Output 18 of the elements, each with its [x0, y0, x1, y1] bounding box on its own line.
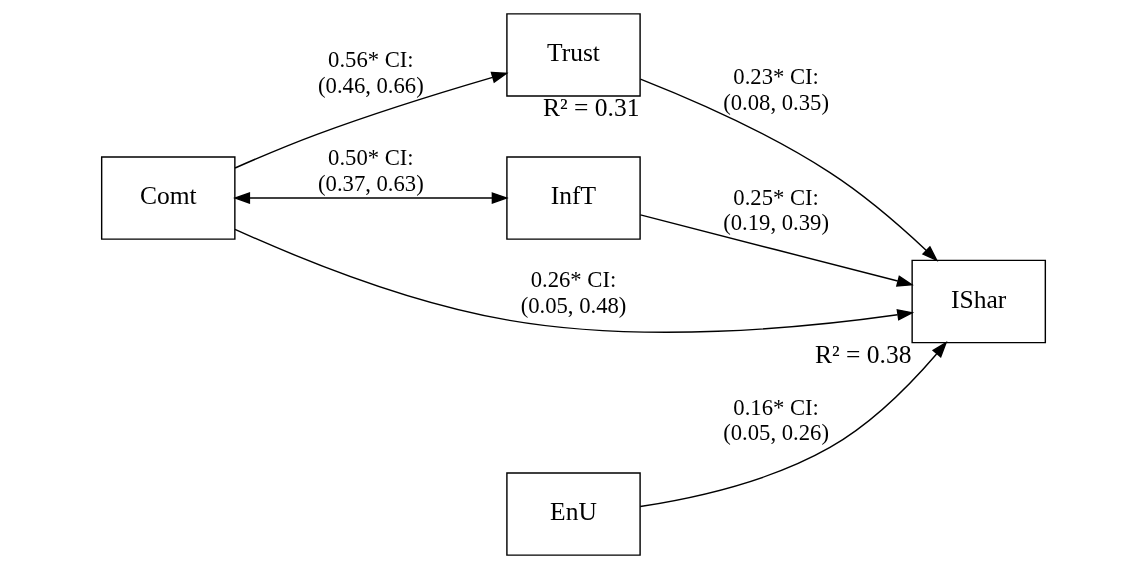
node-box: InfT [505, 156, 641, 240]
edge-label: 0.25* CI: (0.19, 0.39) [722, 184, 829, 236]
node-box: EnU [505, 472, 641, 556]
node-box: Trust [505, 13, 641, 97]
node-label: R² = 0.38 [814, 340, 911, 369]
arrow [233, 228, 914, 333]
arrow [639, 341, 947, 508]
edge-label: 0.16* CI: (0.05, 0.26) [722, 394, 829, 446]
node-box: IShar [910, 259, 1046, 344]
arrow [639, 78, 938, 262]
arrow [233, 71, 508, 169]
node-box: Comt [100, 156, 236, 240]
edge-label: 0.50* CI: (0.37, 0.63) [317, 145, 424, 196]
edge-label: 0.23* CI: (0.08, 0.35) [722, 64, 829, 115]
arrow [232, 192, 509, 205]
arrow [639, 214, 914, 287]
edge-label: 0.56* CI: (0.46, 0.66) [317, 47, 424, 98]
edge-label: 0.26* CI: (0.05, 0.48) [520, 267, 626, 318]
